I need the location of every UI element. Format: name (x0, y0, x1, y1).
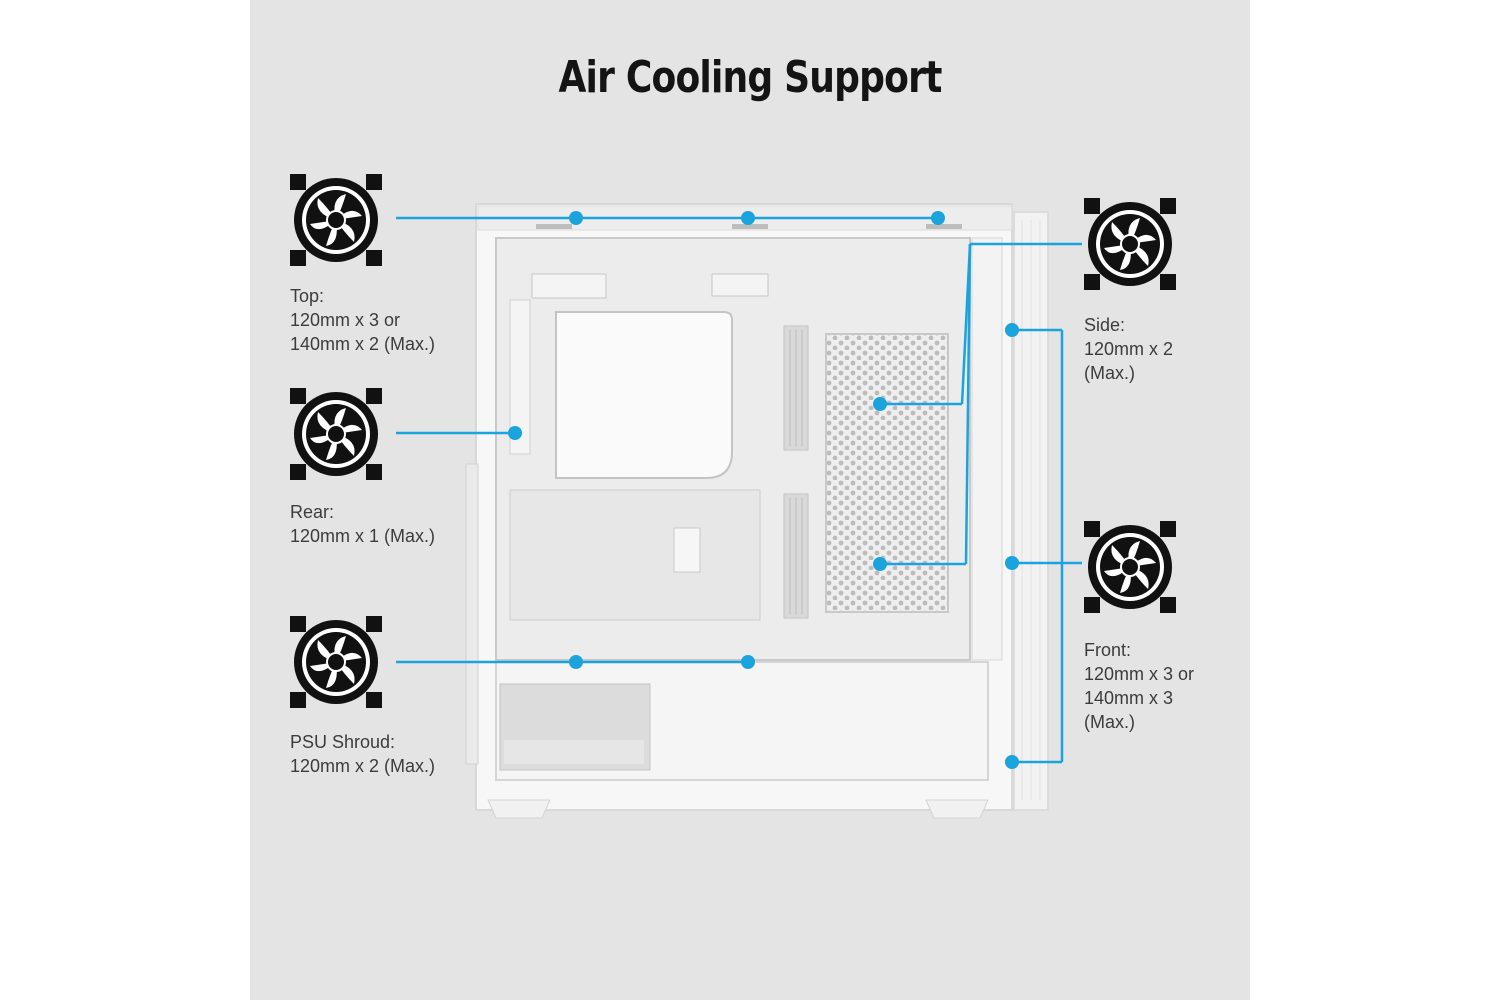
front-label-line3: (Max.) (1084, 712, 1135, 732)
rear-fan-label: Rear: 120mm x 1 (Max.) (290, 500, 435, 548)
top-label-line1: 120mm x 3 or (290, 310, 401, 330)
dot-front-2 (1005, 556, 1019, 570)
dot-top-1 (569, 211, 583, 225)
case-foot-left (487, 799, 551, 819)
dot-psu-1 (569, 655, 583, 669)
fan-icon (1084, 198, 1176, 290)
top-label-line2: 140mm x 2 (Max.) (290, 334, 436, 354)
dot-psu-2 (741, 655, 755, 669)
rear-label-heading: Rear: (290, 502, 335, 522)
dot-front-1 (1005, 323, 1019, 337)
dot-side-1 (873, 397, 887, 411)
connector-dots (508, 211, 1019, 769)
front-fan-label: Front: 120mm x 3 or 140mm x 3 (Max.) (1084, 638, 1194, 734)
dot-rear (508, 426, 522, 440)
case-illustration (396, 203, 1082, 819)
psu-label-heading: PSU Shroud: (290, 732, 396, 752)
top-label-heading: Top: (290, 286, 325, 306)
fan-icon (290, 616, 382, 708)
top-fan-label: Top: 120mm x 3 or 140mm x 2 (Max.) (290, 284, 435, 356)
front-label-line2: 140mm x 3 (1084, 688, 1174, 708)
rear-fan-bracket (509, 299, 531, 455)
cpu-cutout (555, 311, 733, 479)
case-foot-right (925, 799, 989, 819)
psu-shroud-fan-label: PSU Shroud: 120mm x 2 (Max.) (290, 730, 435, 778)
fan-icon (290, 388, 382, 480)
side-label-line1: 120mm x 2 (1084, 339, 1174, 359)
rear-label-line1: 120mm x 1 (Max.) (290, 526, 436, 546)
side-fan-mesh (825, 333, 949, 613)
side-label-line2: (Max.) (1084, 363, 1135, 383)
fan-icon (290, 174, 382, 266)
dot-side-2 (873, 557, 887, 571)
side-label-heading: Side: (1084, 315, 1126, 335)
dot-top-3 (931, 211, 945, 225)
side-fan-label: Side: 120mm x 2 (Max.) (1084, 313, 1173, 385)
front-label-line1: 120mm x 3 or (1084, 664, 1195, 684)
front-label-heading: Front: (1084, 640, 1132, 660)
fan-icon (1084, 521, 1176, 613)
dot-front-3 (1005, 755, 1019, 769)
psu-label-line1: 120mm x 2 (Max.) (290, 756, 436, 776)
page-title: Air Cooling Support (558, 52, 942, 103)
diagram-panel: Air Cooling Support (250, 0, 1250, 1000)
dot-top-2 (741, 211, 755, 225)
